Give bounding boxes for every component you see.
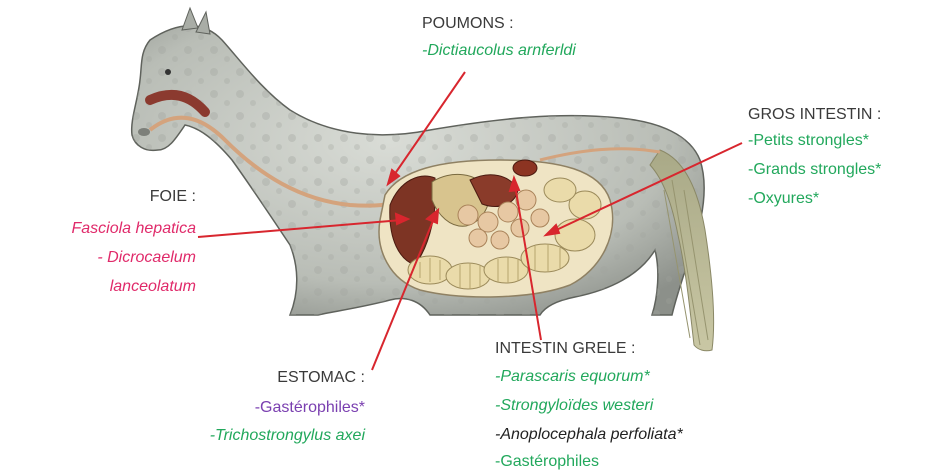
gros-intestin-item-2: -Grands strongles*: [748, 159, 881, 181]
poumons-title: POUMONS :: [422, 13, 514, 35]
poumons-item-1: -Dictiaucolus arnferldi: [422, 40, 576, 62]
estomac-item-1: -Gastérophiles*: [170, 397, 365, 419]
foie-item-2: - Dicrocaelum: [6, 247, 196, 269]
estomac-item-2: -Trichostrongylus axei: [130, 425, 365, 447]
intestin-grele-title: INTESTIN GRELE :: [495, 338, 635, 360]
abdominal-organs: [379, 160, 613, 297]
foie-title: FOIE :: [20, 186, 196, 208]
gros-intestin-item-1: -Petits strongles*: [748, 130, 869, 152]
intestin-grele-item-3: -Anoplocephala perfoliata*: [495, 424, 683, 446]
foie-item-1: Fasciola hepatica: [6, 218, 196, 240]
estomac-title: ESTOMAC :: [200, 367, 365, 389]
foie-item-3: lanceolatum: [6, 276, 196, 298]
intestin-grele-item-4: -Gastérophiles: [495, 451, 599, 473]
intestin-grele-item-2: -Strongyloïdes westeri: [495, 395, 653, 417]
gros-intestin-item-3: -Oxyures*: [748, 188, 819, 210]
gros-intestin-title: GROS INTESTIN :: [748, 104, 881, 126]
intestin-grele-item-1: -Parascaris equorum*: [495, 366, 650, 388]
